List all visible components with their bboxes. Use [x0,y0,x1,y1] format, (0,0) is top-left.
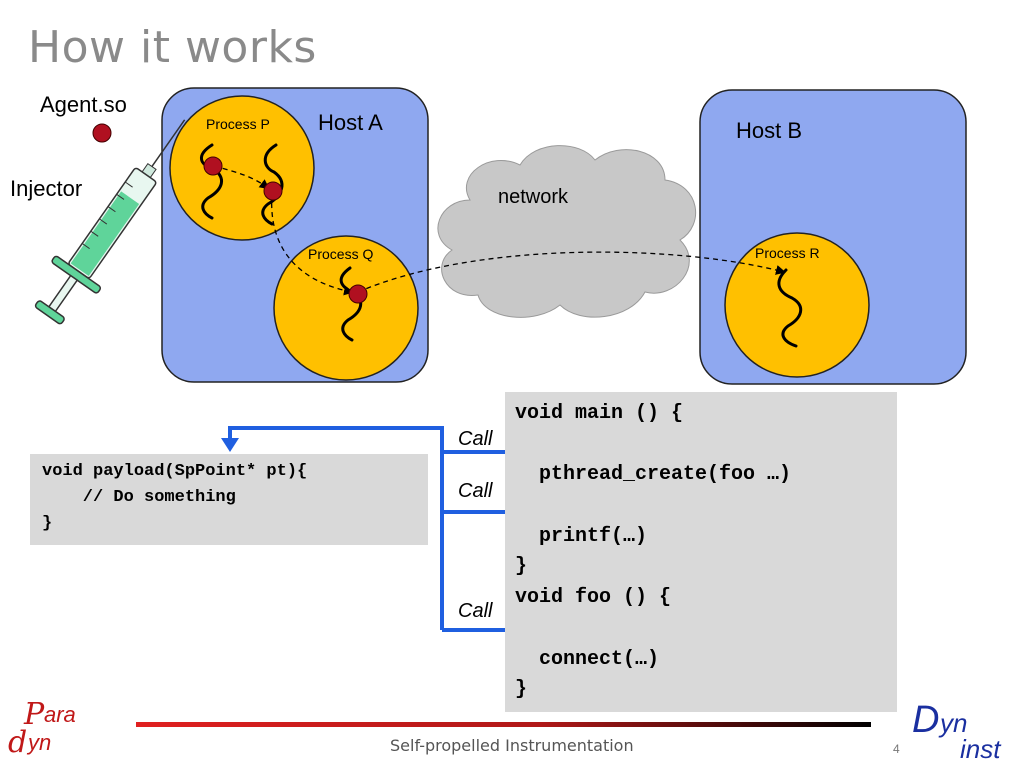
thread-p1 [200,143,223,220]
svg-text:d: d [8,725,27,758]
program-code-box: void main () { pthread_create(foo …) pri… [505,392,897,712]
call-label: Call [458,480,493,502]
svg-text:inst: inst [960,734,1002,764]
injector-syringe-icon [34,119,186,325]
thread-q [339,266,363,342]
instrument-point-p1 [203,156,223,176]
instrument-point-p2 [263,181,283,201]
program-code-line: connect(…) [515,648,660,671]
payload-code-line: // Do something [42,488,236,507]
payload-code-line: void payload(SpPoint* pt){ [42,462,308,481]
footer-line [136,722,871,727]
program-code-line: } [515,678,528,701]
process-p-circle [169,95,315,241]
program-code-line: void foo () { [515,586,672,609]
call-arrowhead [221,438,239,452]
paradyn-logo: P ara d yn [8,697,76,758]
program-code-line: void main () { [515,402,684,425]
agent-point [92,123,112,143]
dyninst-logo: D yn inst [912,699,1002,764]
network-label: network [498,186,569,208]
propagation-p2-to-q [271,193,354,296]
svg-text:D: D [912,699,939,741]
payload-code-box: void payload(SpPoint* pt){ // Do somethi… [30,454,428,545]
program-code-line: pthread_create(foo …) [515,463,792,486]
agent-label: Agent.so [40,92,127,117]
program-code-line: } [515,555,528,578]
process-p-label: Process P [206,116,270,132]
page-number: 4 [893,742,900,756]
propagation-p1-to-p2 [213,165,270,190]
svg-text:yn: yn [26,730,51,755]
process-r-label: Process R [755,245,820,261]
slide-title: How it works [28,22,317,73]
call-arrow-return [228,426,444,630]
host-a-label: Host A [318,110,383,135]
process-r-circle [724,232,870,378]
instrument-point-q [348,284,368,304]
propagation-q-to-r [357,251,786,293]
footer-text: Self-propelled Instrumentation [390,736,634,755]
payload-code-line: } [42,514,53,533]
svg-text:yn: yn [938,708,967,738]
thread-r [777,268,803,348]
injector-label: Injector [10,176,83,201]
process-q-circle [273,235,419,381]
call-label: Call [458,428,493,450]
svg-text:P: P [23,697,45,732]
call-label: Call [458,600,493,622]
program-code-line: printf(…) [515,525,648,548]
svg-text:ara: ara [44,702,76,727]
host-b-label: Host B [736,118,803,143]
network-cloud [437,145,696,318]
process-q-label: Process Q [308,246,374,262]
